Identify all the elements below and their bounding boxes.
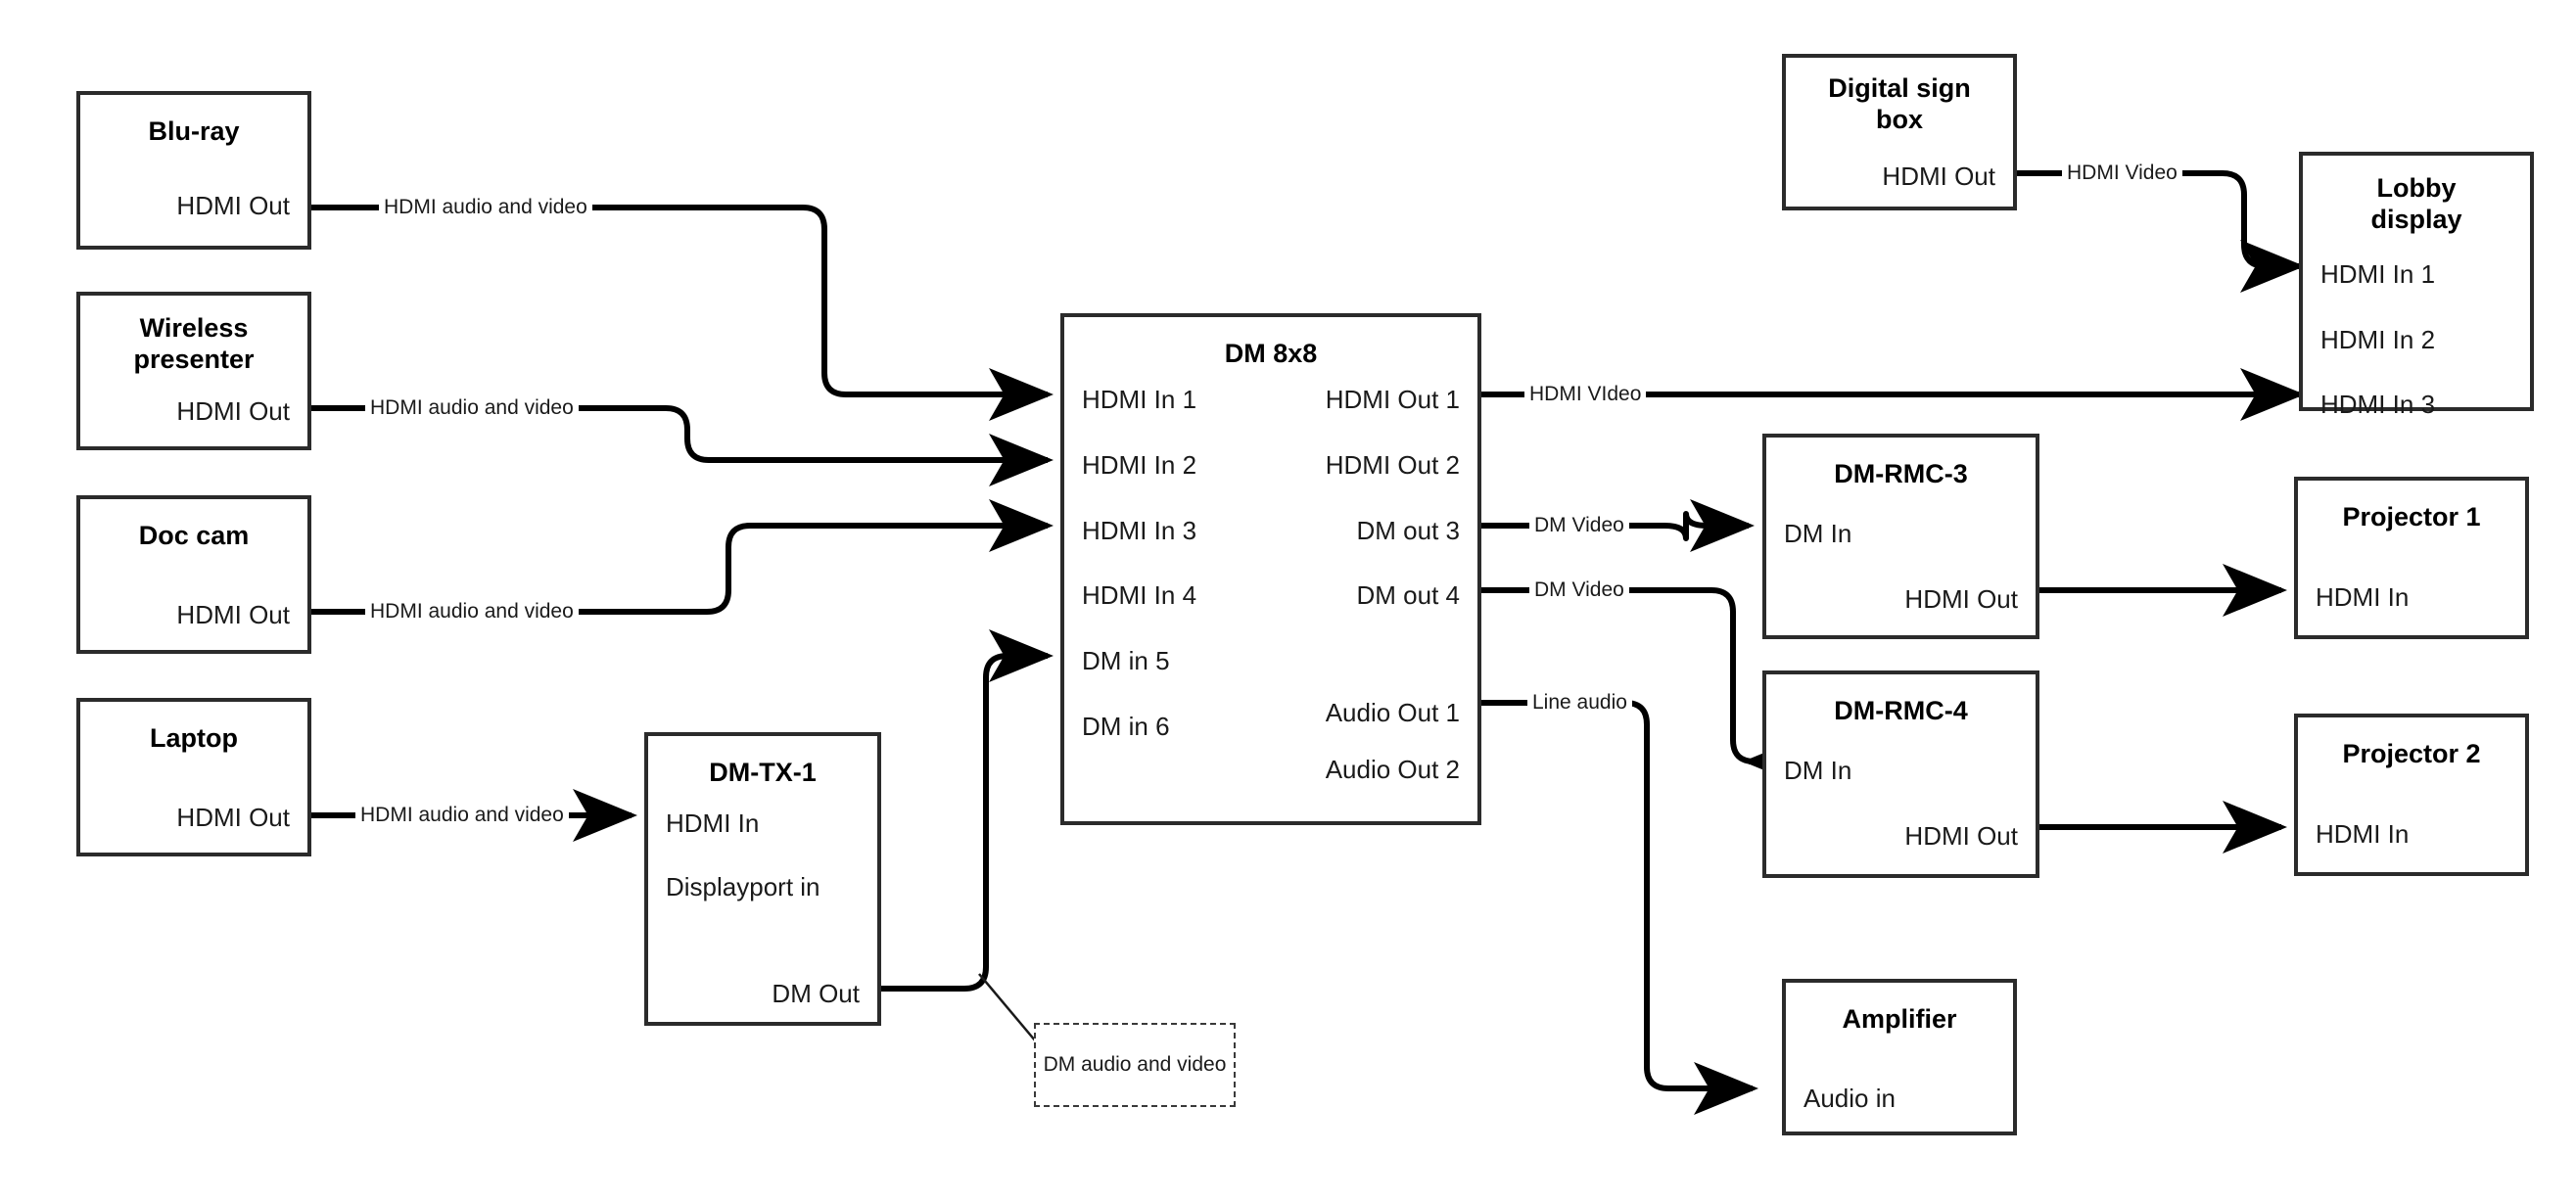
node-dm-tx-1-port-displayport-in: Displayport in [666, 872, 820, 901]
node-dm-8x8-output-audio-out-2: Audio Out 2 [1325, 755, 1460, 784]
wire-sign-to-lobby-in1 [2017, 170, 2305, 293]
node-digital-sign-box-port-hdmi-out: HDMI Out [1882, 162, 1995, 191]
node-digital-sign-box-title-line1: Digital sign [1828, 73, 1971, 103]
node-dm-8x8-input-hdmi-in-3: HDMI In 3 [1082, 516, 1197, 545]
node-dm-8x8-output-hdmi-out-1: HDMI Out 1 [1325, 385, 1460, 414]
node-bluray-title: Blu-ray [148, 116, 240, 146]
wire-dmtx-out-to-dm-in5 [881, 629, 1054, 992]
node-dm-tx-1-title: DM-TX-1 [709, 758, 817, 787]
wire-dm-out4-to-rmc4 [1481, 587, 1807, 788]
node-lobby-display-input-hdmi-in-3: HDMI In 3 [2320, 390, 2436, 419]
node-doc-cam-port-hdmi-out: HDMI Out [176, 600, 290, 629]
node-dm-rmc-4[interactable]: DM-RMC-4 DM In HDMI Out [1762, 670, 2039, 878]
node-amplifier-title: Amplifier [1842, 1004, 1957, 1034]
edge-label-dm-audioout1-to-amplifier: Line audio [1527, 692, 1632, 713]
node-dm-rmc-4-title: DM-RMC-4 [1834, 696, 1968, 725]
node-dm-8x8-title: DM 8x8 [1224, 339, 1318, 368]
node-digital-sign-box-title-line2: box [1875, 105, 1923, 134]
node-dm-8x8-input-hdmi-in-4: HDMI In 4 [1082, 580, 1197, 610]
node-projector-1[interactable]: Projector 1 HDMI In [2294, 477, 2529, 639]
edge-label-bluray-to-dm-in1: HDMI audio and video [379, 197, 592, 217]
node-dm-rmc-3-title: DM-RMC-3 [1834, 459, 1968, 488]
node-amplifier[interactable]: Amplifier Audio in [1782, 979, 2017, 1135]
node-dm-tx-1-port-dm-out: DM Out [772, 979, 860, 1008]
node-dm-rmc-3-port-hdmi-out: HDMI Out [1904, 584, 2018, 614]
node-dm-8x8-output-dm-out-3: DM out 3 [1356, 516, 1461, 545]
node-bluray-port-hdmi-out: HDMI Out [176, 191, 290, 220]
wire-dm-audioout1-to-amplifier [1481, 700, 1758, 1115]
wire-doccam-to-dm-in3 [311, 499, 1054, 615]
node-lobby-display-input-hdmi-in-1: HDMI In 1 [2320, 259, 2436, 289]
node-dm-8x8-input-hdmi-in-2: HDMI In 2 [1082, 450, 1197, 480]
edge-label-wireless-to-dm-in2: HDMI audio and video [365, 397, 579, 418]
node-projector-1-title: Projector 1 [2342, 502, 2481, 531]
edge-label-sign-to-lobby: HDMI Video [2062, 162, 2182, 183]
edge-label-doccam-to-dm-in3: HDMI audio and video [365, 601, 579, 622]
node-dm-rmc-3-port-dm-in: DM In [1784, 519, 1852, 548]
node-digital-sign-box[interactable]: Digital sign box HDMI Out [1782, 54, 2017, 210]
node-laptop-port-hdmi-out: HDMI Out [176, 803, 290, 832]
node-laptop-title: Laptop [150, 723, 238, 753]
node-wireless-presenter-title-line2: presenter [133, 345, 255, 374]
node-projector-2[interactable]: Projector 2 HDMI In [2294, 714, 2529, 876]
edge-label-laptop-to-dmtx: HDMI audio and video [355, 805, 569, 825]
node-doc-cam-title: Doc cam [138, 521, 250, 550]
node-dm-tx-1[interactable]: DM-TX-1 HDMI In Displayport in DM Out [644, 732, 881, 1026]
node-lobby-display[interactable]: Lobby display HDMI In 1 HDMI In 2 HDMI I… [2299, 152, 2534, 417]
node-doc-cam[interactable]: Doc cam HDMI Out [76, 495, 311, 654]
node-laptop[interactable]: Laptop HDMI Out [76, 698, 311, 856]
edge-label-dm-out4-to-rmc4: DM Video [1529, 579, 1629, 600]
node-lobby-display-title-line1: Lobby [2376, 173, 2457, 203]
node-dm-8x8-input-dm-in-5: DM in 5 [1082, 646, 1170, 675]
node-lobby-display-title-line2: display [2370, 205, 2462, 234]
node-dm-8x8-input-dm-in-6: DM in 6 [1082, 712, 1170, 741]
node-dm-rmc-4-port-dm-in: DM In [1784, 756, 1852, 785]
node-dm-8x8[interactable]: DM 8x8 HDMI In 1 HDMI In 2 HDMI In 3 HDM… [1060, 313, 1481, 825]
node-amplifier-port-audio-in: Audio in [1803, 1084, 1896, 1113]
node-dm-rmc-3[interactable]: DM-RMC-3 DM In HDMI Out [1762, 434, 2039, 639]
node-dm-8x8-output-audio-out-1: Audio Out 1 [1325, 698, 1460, 727]
node-dm-8x8-output-hdmi-out-2: HDMI Out 2 [1325, 450, 1460, 480]
node-lobby-display-input-hdmi-in-2: HDMI In 2 [2320, 325, 2436, 354]
edge-label-dm-hdmiout1-to-lobby: HDMI VIdeo [1524, 384, 1647, 404]
node-dm-8x8-output-dm-out-4: DM out 4 [1356, 580, 1461, 610]
edge-label-dm-out3-to-rmc3: DM Video [1529, 515, 1629, 535]
node-projector-2-port-hdmi-in: HDMI In [2316, 819, 2410, 849]
node-bluray[interactable]: Blu-ray HDMI Out [76, 91, 311, 250]
wire-bluray-to-dm-in1 [311, 205, 1054, 421]
node-dm-8x8-input-hdmi-in-1: HDMI In 1 [1082, 385, 1197, 414]
node-dm-rmc-4-port-hdmi-out: HDMI Out [1904, 821, 2018, 851]
node-wireless-presenter-port-hdmi-out: HDMI Out [176, 396, 290, 426]
node-wireless-presenter-title-line1: Wireless [139, 313, 249, 343]
node-projector-2-title: Projector 2 [2342, 739, 2481, 768]
callout-dm-audio-and-video: DM audio and video [1034, 1023, 1236, 1107]
node-wireless-presenter[interactable]: Wireless presenter HDMI Out [76, 292, 311, 450]
node-dm-tx-1-port-hdmi-in: HDMI In [666, 808, 760, 838]
node-projector-1-port-hdmi-in: HDMI In [2316, 582, 2410, 612]
